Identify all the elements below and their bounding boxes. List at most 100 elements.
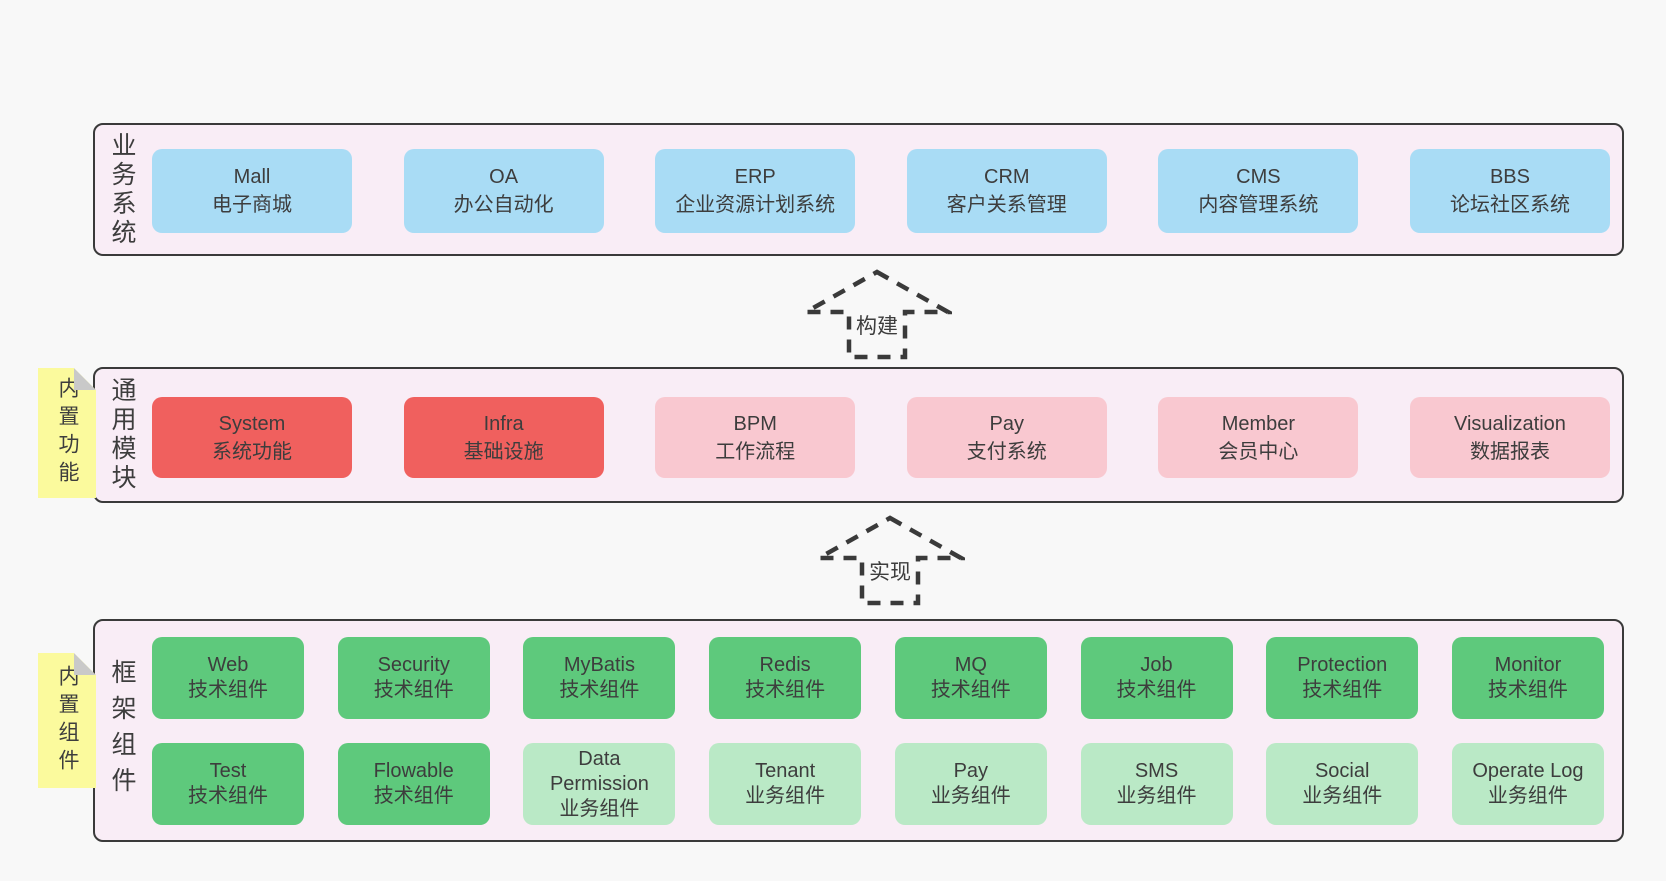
component-subtitle: 技术组件 bbox=[188, 679, 268, 701]
layer-label-framework-components: 框架组件 bbox=[108, 658, 136, 803]
component-title: Member bbox=[1221, 412, 1296, 435]
common-modules-box-row: System 系统功能 Infra 基础设施 BPM 工作流程 Pay 支付系统 Member 会… bbox=[152, 397, 1610, 478]
component-subtitle: 支付系统 bbox=[966, 440, 1047, 463]
component-title: Test bbox=[209, 760, 247, 782]
component-title: Web bbox=[207, 654, 249, 676]
component-subtitle: 业务组件 bbox=[930, 785, 1011, 807]
component-title: Monitor bbox=[1494, 654, 1562, 676]
component-subtitle: 工作流程 bbox=[715, 440, 796, 463]
component-title: BPM bbox=[733, 412, 777, 435]
component-box-erp: ERP 企业资源计划系统 bbox=[655, 149, 856, 233]
sticky-note-built-in-features: 内置功能 bbox=[38, 368, 96, 498]
component-title: Social bbox=[1314, 760, 1370, 782]
sticky-note-built-in-components: 内置组件 bbox=[38, 653, 96, 788]
component-title: Operate Log bbox=[1472, 760, 1584, 782]
layer-label-business-systems: 业务系统 bbox=[108, 131, 136, 248]
component-title: BBS bbox=[1489, 166, 1530, 188]
component-box-flowable: Flowable 技术组件 bbox=[337, 743, 490, 825]
component-box-job: Job 技术组件 bbox=[1080, 637, 1233, 719]
component-box-operate-log: Operate Log 业务组件 bbox=[1451, 743, 1604, 825]
build-arrow-label: 构建 bbox=[854, 315, 900, 339]
component-subtitle: 基础设施 bbox=[463, 440, 544, 463]
component-title: OA bbox=[489, 166, 519, 188]
component-box-pay: Pay 业务组件 bbox=[894, 743, 1047, 825]
component-subtitle: 系统功能 bbox=[212, 440, 292, 463]
component-subtitle: 业务组件 bbox=[745, 785, 826, 807]
component-subtitle: 客户关系管理 bbox=[946, 194, 1067, 216]
component-title: ERP bbox=[734, 166, 776, 188]
component-title: MyBatis bbox=[563, 654, 635, 676]
layer-common-modules: 通用模块 System 系统功能 Infra 基础设施 BPM 工作流程 Pay 支付系统 Me… bbox=[93, 367, 1624, 503]
component-title: Pay bbox=[989, 412, 1025, 435]
layer-business-systems: 业务系统 Mall 电子商城 OA 办公自动化 ERP 企业资源计划系统 CRM 客户关系管理… bbox=[93, 123, 1624, 256]
implement-arrow-icon: 实现 bbox=[815, 515, 965, 607]
component-box-bbs: BBS 论坛社区系统 bbox=[1409, 149, 1610, 233]
component-subtitle: 技术组件 bbox=[1487, 679, 1568, 701]
component-title: Tenant bbox=[755, 760, 816, 782]
component-title: Redis bbox=[759, 654, 811, 676]
component-box-protection: Protection 技术组件 bbox=[1266, 637, 1419, 719]
component-box-mq: MQ 技术组件 bbox=[894, 637, 1047, 719]
component-subtitle: 办公自动化 bbox=[453, 194, 554, 216]
component-subtitle: 业务组件 bbox=[1116, 785, 1197, 807]
component-box-system: System 系统功能 bbox=[152, 397, 352, 478]
component-subtitle: 技术组件 bbox=[559, 679, 640, 701]
component-subtitle: 技术组件 bbox=[930, 679, 1011, 701]
component-subtitle: 内容管理系统 bbox=[1198, 194, 1319, 216]
component-title: Job bbox=[1140, 654, 1173, 676]
implement-arrow-label: 实现 bbox=[867, 561, 913, 585]
component-title: CRM bbox=[984, 166, 1030, 188]
component-subtitle: 技术组件 bbox=[373, 785, 454, 807]
component-subtitle: 技术组件 bbox=[188, 785, 268, 807]
component-box-oa: OA 办公自动化 bbox=[403, 149, 604, 233]
component-subtitle: 技术组件 bbox=[1116, 679, 1197, 701]
component-subtitle: 会员中心 bbox=[1218, 440, 1299, 463]
component-box-redis: Redis 技术组件 bbox=[709, 637, 862, 719]
component-subtitle: 技术组件 bbox=[1302, 679, 1383, 701]
component-box-crm: CRM 客户关系管理 bbox=[906, 149, 1107, 233]
component-box-visualization: Visualization 数据报表 bbox=[1409, 397, 1610, 478]
component-subtitle: 数据报表 bbox=[1469, 440, 1550, 463]
component-subtitle: 业务组件 bbox=[1487, 785, 1568, 807]
component-box-member: Member 会员中心 bbox=[1158, 397, 1359, 478]
sticky-note-text: 内置组件 bbox=[56, 664, 79, 777]
component-title: Mall bbox=[233, 166, 271, 188]
component-title: System bbox=[218, 412, 286, 435]
component-subtitle: 业务组件 bbox=[559, 797, 640, 820]
sticky-note-text: 内置功能 bbox=[56, 377, 79, 489]
component-title: Security bbox=[377, 654, 450, 676]
component-box-monitor: Monitor 技术组件 bbox=[1451, 637, 1604, 719]
business-systems-box-row: Mall 电子商城 OA 办公自动化 ERP 企业资源计划系统 CRM 客户关系管理 CMS 内容… bbox=[152, 149, 1610, 233]
component-box-mybatis: MyBatis 技术组件 bbox=[523, 637, 676, 719]
component-box-cms: CMS 内容管理系统 bbox=[1158, 149, 1359, 233]
component-title: Flowable bbox=[373, 760, 454, 782]
component-title: Infra bbox=[483, 412, 524, 435]
component-title: Pay bbox=[953, 760, 989, 782]
component-subtitle: 技术组件 bbox=[745, 679, 826, 701]
component-box-bpm: BPM 工作流程 bbox=[655, 397, 856, 478]
component-title: Data Permission bbox=[549, 747, 649, 795]
component-box-web: Web 技术组件 bbox=[152, 637, 304, 719]
component-title: Protection bbox=[1297, 654, 1388, 676]
component-subtitle: 论坛社区系统 bbox=[1449, 194, 1570, 216]
component-title: SMS bbox=[1134, 760, 1179, 782]
component-box-sms: SMS 业务组件 bbox=[1080, 743, 1233, 825]
component-box-test: Test 技术组件 bbox=[152, 743, 304, 825]
build-arrow-icon: 构建 bbox=[802, 269, 952, 361]
component-box-pay: Pay 支付系统 bbox=[906, 397, 1107, 478]
component-title: Visualization bbox=[1454, 412, 1566, 435]
component-box-tenant: Tenant 业务组件 bbox=[709, 743, 862, 825]
component-box-mall: Mall 电子商城 bbox=[152, 149, 352, 233]
component-title: CMS bbox=[1236, 166, 1281, 188]
component-subtitle: 技术组件 bbox=[373, 679, 454, 701]
component-subtitle: 电子商城 bbox=[212, 194, 292, 216]
component-subtitle: 企业资源计划系统 bbox=[675, 194, 836, 216]
component-title: MQ bbox=[954, 654, 987, 676]
layer-label-common-modules: 通用模块 bbox=[108, 377, 136, 493]
